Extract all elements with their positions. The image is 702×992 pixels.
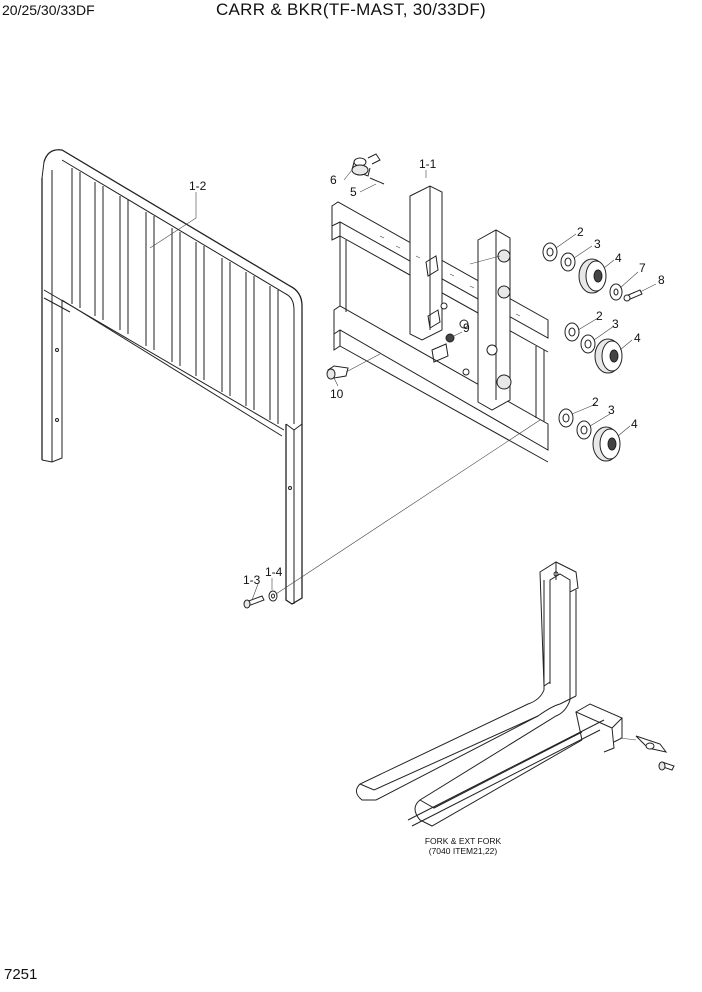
callout-labels: 1-2 1-1 6 5 2 3 4 7 8 2 3 4 9 10 2 3 4 1… bbox=[189, 157, 665, 856]
callout-3-lower: 3 bbox=[608, 403, 615, 417]
leader-lines bbox=[149, 169, 657, 601]
fork-note-line2: (7040 ITEM21,22) bbox=[429, 846, 498, 856]
callout-4-upper: 4 bbox=[615, 251, 622, 265]
callout-10: 10 bbox=[330, 387, 344, 401]
side-roller bbox=[351, 153, 385, 185]
page-title: CARR & BKR(TF-MAST, 30/33DF) bbox=[215, 0, 487, 19]
bolt-10 bbox=[326, 353, 381, 380]
callout-4-lower: 4 bbox=[631, 417, 638, 431]
fork-assembly bbox=[356, 561, 675, 827]
callout-7: 7 bbox=[639, 261, 646, 275]
roller-set-lower bbox=[558, 408, 621, 462]
callout-1-3: 1-3 bbox=[243, 573, 261, 587]
callout-1-1: 1-1 bbox=[419, 157, 437, 171]
roller-set-upper bbox=[542, 242, 643, 302]
page-number: 7251 bbox=[4, 966, 38, 983]
callout-4-middle: 4 bbox=[634, 331, 641, 345]
callout-5: 5 bbox=[350, 185, 357, 199]
load-backrest bbox=[41, 149, 303, 605]
carriage-frame bbox=[331, 185, 549, 463]
callout-2-upper: 2 bbox=[577, 225, 584, 239]
callout-3-upper: 3 bbox=[594, 237, 601, 251]
roller-set-middle bbox=[564, 322, 623, 374]
callout-1-4: 1-4 bbox=[265, 565, 283, 579]
callout-2-middle: 2 bbox=[596, 309, 603, 323]
callout-9: 9 bbox=[463, 321, 470, 335]
callout-3-middle: 3 bbox=[612, 317, 619, 331]
callout-1-2: 1-2 bbox=[189, 179, 207, 193]
model-label: 20/25/30/33DF bbox=[2, 2, 95, 18]
fork-note-line1: FORK & EXT FORK bbox=[425, 836, 502, 846]
callout-6: 6 bbox=[330, 173, 337, 187]
callout-2-lower: 2 bbox=[592, 395, 599, 409]
bolt-and-washer-1-3-1-4 bbox=[243, 419, 541, 609]
callout-8: 8 bbox=[658, 273, 665, 287]
